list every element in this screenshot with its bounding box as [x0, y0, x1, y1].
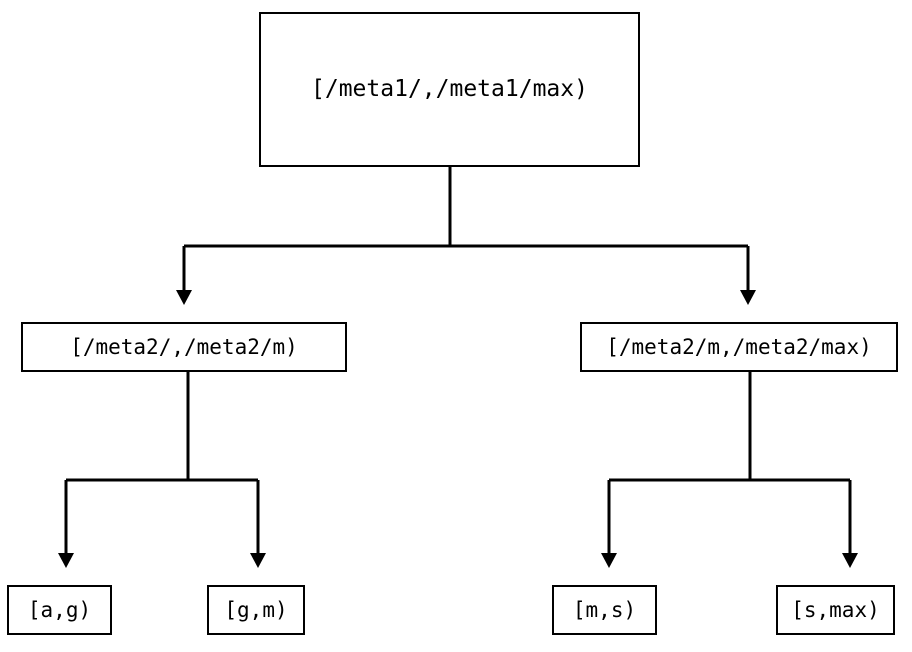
arrowhead-to-leaf-gm — [250, 553, 266, 568]
tree-leaf-g-m[interactable]: [g,m) — [207, 585, 305, 635]
tree-leaf-m-s-label: [m,s) — [572, 597, 637, 622]
tree-node-meta2-lower[interactable]: [/meta2/,/meta2/m) — [21, 322, 347, 372]
arrowhead-to-mid-left — [176, 290, 192, 305]
arrowhead-to-leaf-ms — [601, 553, 617, 568]
tree-node-meta2-upper[interactable]: [/meta2/m,/meta2/max) — [580, 322, 898, 372]
tree-leaf-s-max[interactable]: [s,max) — [776, 585, 895, 635]
arrowhead-to-leaf-ag — [58, 553, 74, 568]
tree-leaf-a-g[interactable]: [a,g) — [7, 585, 112, 635]
tree-node-root[interactable]: [/meta1/,/meta1/max) — [259, 12, 640, 167]
tree-node-meta2-upper-label: [/meta2/m,/meta2/max) — [606, 334, 872, 359]
arrowhead-to-leaf-smax — [842, 553, 858, 568]
tree-leaf-s-max-label: [s,max) — [791, 597, 880, 622]
arrowhead-to-mid-right — [740, 290, 756, 305]
tree-leaf-g-m-label: [g,m) — [224, 597, 288, 622]
tree-leaf-m-s[interactable]: [m,s) — [552, 585, 657, 635]
tree-node-root-label: [/meta1/,/meta1/max) — [311, 76, 588, 102]
tree-node-meta2-lower-label: [/meta2/,/meta2/m) — [70, 334, 298, 359]
tree-leaf-a-g-label: [a,g) — [27, 597, 92, 622]
